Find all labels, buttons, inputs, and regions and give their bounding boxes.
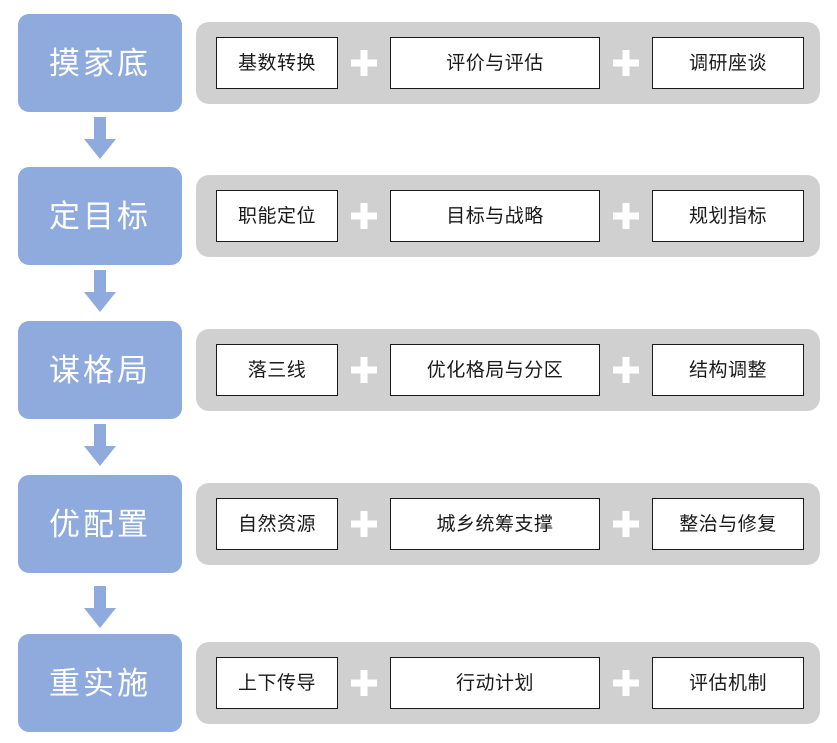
arrow-down-icon — [84, 270, 116, 312]
stage-box-1[interactable]: 摸家底 — [18, 14, 182, 112]
task-label: 自然资源 — [237, 513, 316, 535]
task-label: 城乡统筹支撑 — [436, 513, 554, 535]
task-label: 行动计划 — [455, 672, 534, 694]
task-box[interactable]: 结构调整 — [652, 344, 804, 396]
task-band-4: 自然资源 城乡统筹支撑 整治与修复 — [196, 483, 820, 565]
process-row: 重实施 上下传导 行动计划 评估机制 — [0, 634, 837, 732]
task-label: 整治与修复 — [679, 513, 777, 535]
task-label: 规划指标 — [688, 205, 767, 227]
task-band-2: 职能定位 目标与战略 规划指标 — [196, 175, 820, 257]
stage-label: 优配置 — [49, 506, 151, 542]
task-label: 评估机制 — [688, 672, 767, 694]
task-box[interactable]: 规划指标 — [652, 190, 804, 242]
plus-icon — [600, 203, 652, 229]
task-label: 上下传导 — [237, 672, 316, 694]
task-box[interactable]: 自然资源 — [216, 498, 338, 550]
plus-icon — [338, 511, 390, 537]
process-row: 摸家底 基数转换 评价与评估 调研座谈 — [0, 14, 837, 112]
task-box[interactable]: 落三线 — [216, 344, 338, 396]
plus-icon — [338, 50, 390, 76]
plus-icon — [600, 50, 652, 76]
task-box[interactable]: 目标与战略 — [390, 190, 600, 242]
plus-icon — [338, 203, 390, 229]
stage-label: 重实施 — [49, 665, 151, 701]
task-box[interactable]: 调研座谈 — [652, 37, 804, 89]
task-box[interactable]: 城乡统筹支撑 — [390, 498, 600, 550]
stage-box-4[interactable]: 优配置 — [18, 475, 182, 573]
process-row: 定目标 职能定位 目标与战略 规划指标 — [0, 167, 837, 265]
task-label: 职能定位 — [237, 205, 316, 227]
task-label: 优化格局与分区 — [426, 359, 564, 381]
task-box[interactable]: 基数转换 — [216, 37, 338, 89]
process-row: 优配置 自然资源 城乡统筹支撑 整治与修复 — [0, 475, 837, 573]
task-box[interactable]: 上下传导 — [216, 657, 338, 709]
stage-label: 谋格局 — [49, 352, 151, 388]
stage-label: 摸家底 — [49, 45, 151, 81]
stage-label: 定目标 — [49, 198, 151, 234]
task-label: 调研座谈 — [688, 52, 767, 74]
process-row: 谋格局 落三线 优化格局与分区 结构调整 — [0, 321, 837, 419]
plus-icon — [600, 670, 652, 696]
task-label: 目标与战略 — [446, 205, 544, 227]
task-box[interactable]: 评估机制 — [652, 657, 804, 709]
task-box[interactable]: 行动计划 — [390, 657, 600, 709]
arrow-down-icon — [84, 424, 116, 466]
task-box[interactable]: 评价与评估 — [390, 37, 600, 89]
task-box[interactable]: 整治与修复 — [652, 498, 804, 550]
task-band-3: 落三线 优化格局与分区 结构调整 — [196, 329, 820, 411]
arrow-down-icon — [84, 586, 116, 628]
task-label: 基数转换 — [237, 52, 316, 74]
task-label: 结构调整 — [688, 359, 767, 381]
task-box[interactable]: 职能定位 — [216, 190, 338, 242]
task-label: 评价与评估 — [446, 52, 544, 74]
plus-icon — [600, 511, 652, 537]
stage-box-5[interactable]: 重实施 — [18, 634, 182, 732]
task-label: 落三线 — [247, 359, 307, 381]
plus-icon — [338, 670, 390, 696]
arrow-down-icon — [84, 117, 116, 159]
plus-icon — [338, 357, 390, 383]
task-band-5: 上下传导 行动计划 评估机制 — [196, 642, 820, 724]
stage-box-3[interactable]: 谋格局 — [18, 321, 182, 419]
task-box[interactable]: 优化格局与分区 — [390, 344, 600, 396]
task-band-1: 基数转换 评价与评估 调研座谈 — [196, 22, 820, 104]
stage-box-2[interactable]: 定目标 — [18, 167, 182, 265]
plus-icon — [600, 357, 652, 383]
